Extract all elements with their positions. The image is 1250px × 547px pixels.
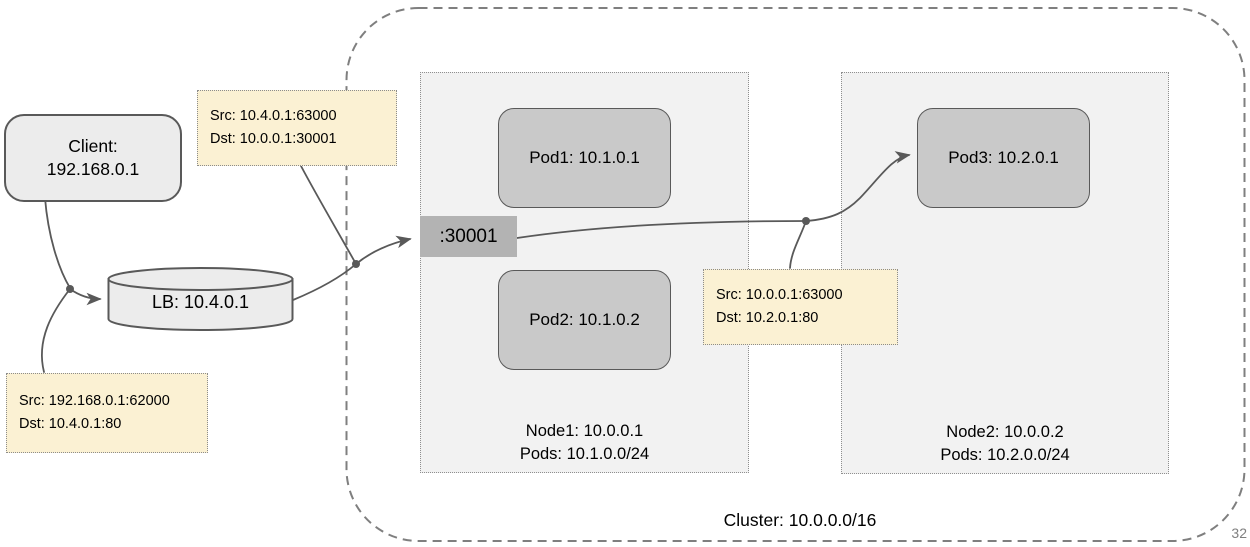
note-src-line: Src: 10.4.0.1:63000 (210, 108, 337, 124)
connector-junction1-to-note1 (41, 288, 71, 373)
node1-label-line2: Pods: 10.1.0.0/24 (519, 445, 650, 463)
note-lb-to-node: Src: 10.4.0.1:63000 Dst: 10.0.0.1:30001 (197, 90, 397, 166)
connector-junction3-to-pod3-arrow (805, 151, 911, 222)
note-dst-line: Dst: 10.4.0.1:80 (19, 416, 122, 432)
connector-port-to-junction3 (516, 220, 807, 239)
node2-label-line1: Node2: 10.0.0.2 (946, 423, 1064, 441)
pod2-box: Pod2: 10.1.0.2 (498, 270, 671, 370)
junction-dot-2 (352, 260, 360, 268)
node1-label: Node1: 10.0.0.1 Pods: 10.1.0.0/24 (421, 420, 748, 466)
lb-cylinder (107, 267, 294, 331)
nodeport-label: :30001 (439, 225, 498, 247)
pod1-box: Pod1: 10.1.0.1 (498, 108, 671, 208)
pod1-label: Pod1: 10.1.0.1 (529, 148, 640, 167)
pod3-box: Pod3: 10.2.0.1 (917, 108, 1090, 208)
client-label-line2: 192.168.0.1 (46, 159, 140, 179)
note-dst-line: Dst: 10.2.0.1:80 (716, 310, 819, 326)
connector-note2-to-junction2 (300, 165, 357, 265)
junction-dot-1 (66, 285, 74, 293)
connector-junction3-to-note3 (789, 220, 807, 269)
node2-label: Node2: 10.0.0.2 Pods: 10.2.0.0/24 (842, 421, 1168, 467)
junction-dot-3 (802, 217, 810, 225)
connector-lb-to-port-arrow (292, 235, 412, 301)
node1-label-line1: Node1: 10.0.0.1 (525, 422, 644, 440)
note-client-to-lb: Src: 192.168.0.1:62000 Dst: 10.4.0.1:80 (6, 373, 208, 453)
cluster-label: Cluster: 10.0.0.0/16 (723, 510, 877, 530)
note-node-to-pod: Src: 10.0.0.1:63000 Dst: 10.2.0.1:80 (703, 269, 898, 345)
nodeport-badge: :30001 (420, 216, 517, 257)
note-dst-line: Dst: 10.0.0.1:30001 (210, 131, 337, 147)
client-label-line1: Client: (68, 136, 118, 156)
page-number: 32 (1231, 525, 1247, 541)
node2-label-line2: Pods: 10.2.0.0/24 (940, 446, 1070, 464)
lb-label: LB: 10.4.0.1 (151, 292, 250, 312)
client-box: Client: 192.168.0.1 (4, 114, 182, 202)
note-src-line: Src: 10.0.0.1:63000 (716, 287, 843, 303)
cluster-boundary (345, 7, 1246, 542)
note-src-line: Src: 192.168.0.1:62000 (19, 393, 170, 409)
pod2-label: Pod2: 10.1.0.2 (529, 310, 640, 329)
connector-client-to-junction1 (44, 197, 71, 289)
pod3-label: Pod3: 10.2.0.1 (948, 148, 1059, 167)
connector-junction1-to-lb-arrow (69, 288, 102, 306)
